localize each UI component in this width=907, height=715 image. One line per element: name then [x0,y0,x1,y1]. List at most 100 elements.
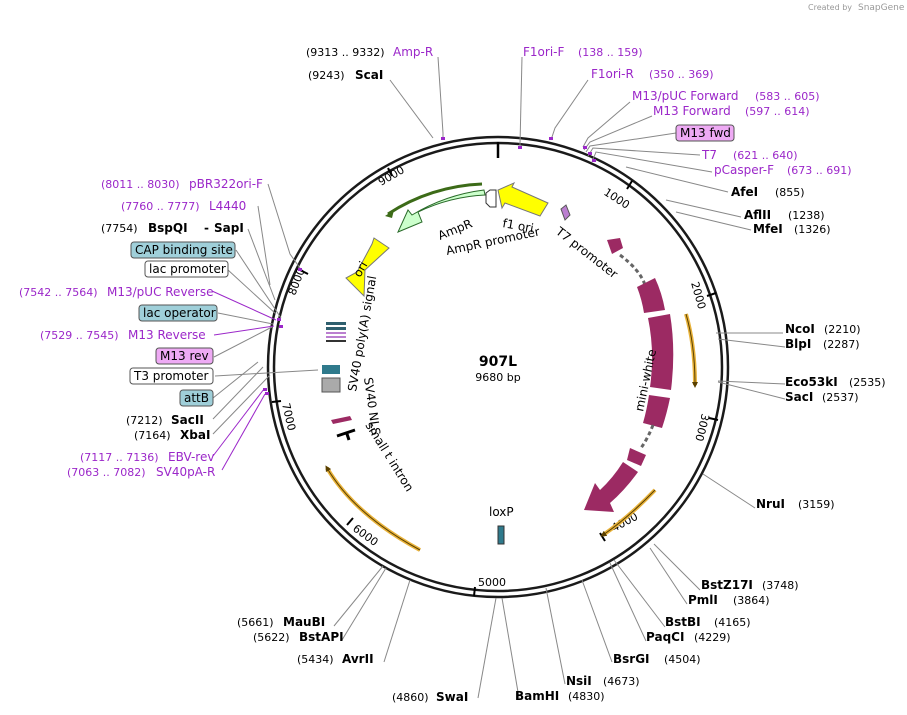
enzyme-blpi: BlpI [785,337,811,351]
enzyme-pos-avrii: (5434) [297,653,334,666]
sv40-polya-feature [322,365,340,374]
primer-m13-puc-forward: M13/pUC Forward [632,89,739,103]
enzyme-bamhi: BamHI [515,689,559,703]
enzyme-pos-blpi: (2287) [823,338,860,351]
orf-track-right-line [685,313,698,388]
plasmid-name: 907L [479,354,517,370]
tick-label-4000: 4000 [609,510,640,535]
f1-ori-arrow [497,181,549,217]
enzyme-nrui: NruI [756,497,785,511]
enzyme-eco53ki: Eco53kI [785,375,838,389]
enzyme-pos-ncoi: (2210) [824,323,861,336]
mini-white-part-5 [627,448,646,466]
enzyme-pos-nsii: (4673) [603,675,640,688]
primer-m13-forward: M13 Forward [653,104,731,118]
enzyme-pos-bstapi: (5622) [253,631,290,644]
enzyme-pos-aflii: (1238) [788,209,825,222]
enzyme-bstapi: BstAPI [299,630,344,644]
primer-m13-puc-reverse: M13/pUC Reverse [107,285,214,299]
primer-pos-pbr322ori-f: (8011 .. 8030) [101,178,180,191]
mini-white-part-6 [584,462,638,512]
primer-pbr322ori-f: pBR322ori-F [189,177,263,191]
enzyme-pos-eco53ki: (2535) [849,376,886,389]
ampr-orf-track [387,182,483,216]
primer-marks [263,137,596,395]
enzyme-swai: SwaI [436,690,468,704]
enzyme-aflii: AflII [744,208,771,222]
ampr-feature [397,189,486,233]
label-t7-promoter: T7 promoter [552,224,620,282]
boxed-m13-fwd-label: M13 fwd [680,126,731,140]
boxed-m13-rev [155,347,214,365]
credit-brand: SnapGene [858,3,905,13]
boxed-cap-binding-site-label: CAP binding site [135,243,233,257]
enzyme-pos-pmlii: (3864) [733,594,770,607]
enzyme-bstz17i: BstZ17I [701,578,753,592]
enzyme-paqci: PaqCI [646,630,684,644]
enzyme-pos-bstbi: (4165) [714,616,751,629]
tick-label-6000: 6000 [350,522,380,549]
enzyme-ncoi: NcoI [785,322,815,336]
tick-label-3000: 3000 [692,412,711,442]
enzyme-mfei: MfeI [753,222,783,236]
enzyme-bsrgi: BsrGI [613,652,650,666]
primer-t7: T7 [701,148,717,162]
label-sv40-polya: SV40 poly(A) signal [345,275,379,393]
enzyme-pos-bamhi: (4830) [568,690,605,703]
enzyme-xbai: XbaI [180,428,210,442]
boxed-t3-promoter-label: T3 promoter [133,369,209,383]
boxed-attb-label: attB [184,391,209,405]
tick-label-1000: 1000 [601,186,632,212]
enzyme-afei: AfeI [731,185,758,199]
primer-sv40pa-r: SV40pA-R [156,465,215,479]
primer-pos-amp-r: (9313 .. 9332) [306,46,385,59]
boxed-cap-binding-site [130,241,236,259]
mini-white-part-4 [643,395,670,428]
orf-track-bottom-right-line [600,489,656,537]
enzyme-sapi-dash: - [204,221,209,235]
label-small-t-intron: small t intron [362,419,416,494]
enzyme-pos-nrui: (3159) [798,498,835,511]
backbone-outer [266,135,730,599]
boxed-lac-operator [138,304,218,322]
ampr-promoter-arrow [485,189,497,208]
connector-lines [212,56,786,699]
enzyme-sacii: SacII [171,413,204,427]
enzyme-pos-saci: (2537) [822,391,859,404]
primer-ebv-rev: EBV-rev [168,450,214,464]
primer-pos-m13-reverse: (7529 .. 7545) [40,329,119,342]
enzyme-pos-maubi: (5661) [237,616,274,629]
ampr-orf-arrowhead [385,210,394,218]
orf-track-right [684,313,697,386]
enzyme-scai: ScaI [355,68,383,82]
primer-f1ori-r: F1ori-R [591,67,634,81]
primer-m13-reverse: M13 Reverse [128,328,206,342]
lac-cluster-features [326,322,346,342]
t7-promoter-arrow [560,204,571,221]
boxed-m13-rev-label: M13 rev [160,349,209,363]
enzyme-pos-bstz17i: (3748) [762,579,799,592]
primer-pos-t7: (621 .. 640) [733,149,798,162]
primer-pos-f1ori-r: (350 .. 369) [649,68,714,81]
primer-pos-l4440: (7760 .. 7777) [121,200,200,213]
enzyme-pmlii: PmlI [688,593,718,607]
loxp-feature [497,525,505,545]
primer-pos-m13-puc-forward: (583 .. 605) [755,90,820,103]
mini-white-part-3 [648,314,674,390]
primer-pos-m13-puc-reverse: (7542 .. 7564) [19,286,98,299]
boxed-attb [179,389,214,407]
enzyme-pos-afei: (855) [775,186,805,199]
boxed-t3-promoter [129,367,214,385]
enzyme-avrii: AvrII [342,652,374,666]
small-t-feature [331,416,352,424]
primer-pos-ebv-rev: (7117 .. 7136) [80,451,159,464]
small-t-intron-feature [336,428,356,441]
enzyme-pos-bsrgi: (4504) [664,653,701,666]
label-ori: ori [350,259,370,280]
enzyme-nsii: NsiI [566,674,592,688]
primer-connector-lines [211,290,277,471]
mini-white-intron-1 [619,253,647,286]
label-f1-ori: f1 ori [501,216,534,235]
enzyme-pos-bspqi: (7754) [101,222,138,235]
enzyme-pos-mfei: (1326) [794,223,831,236]
